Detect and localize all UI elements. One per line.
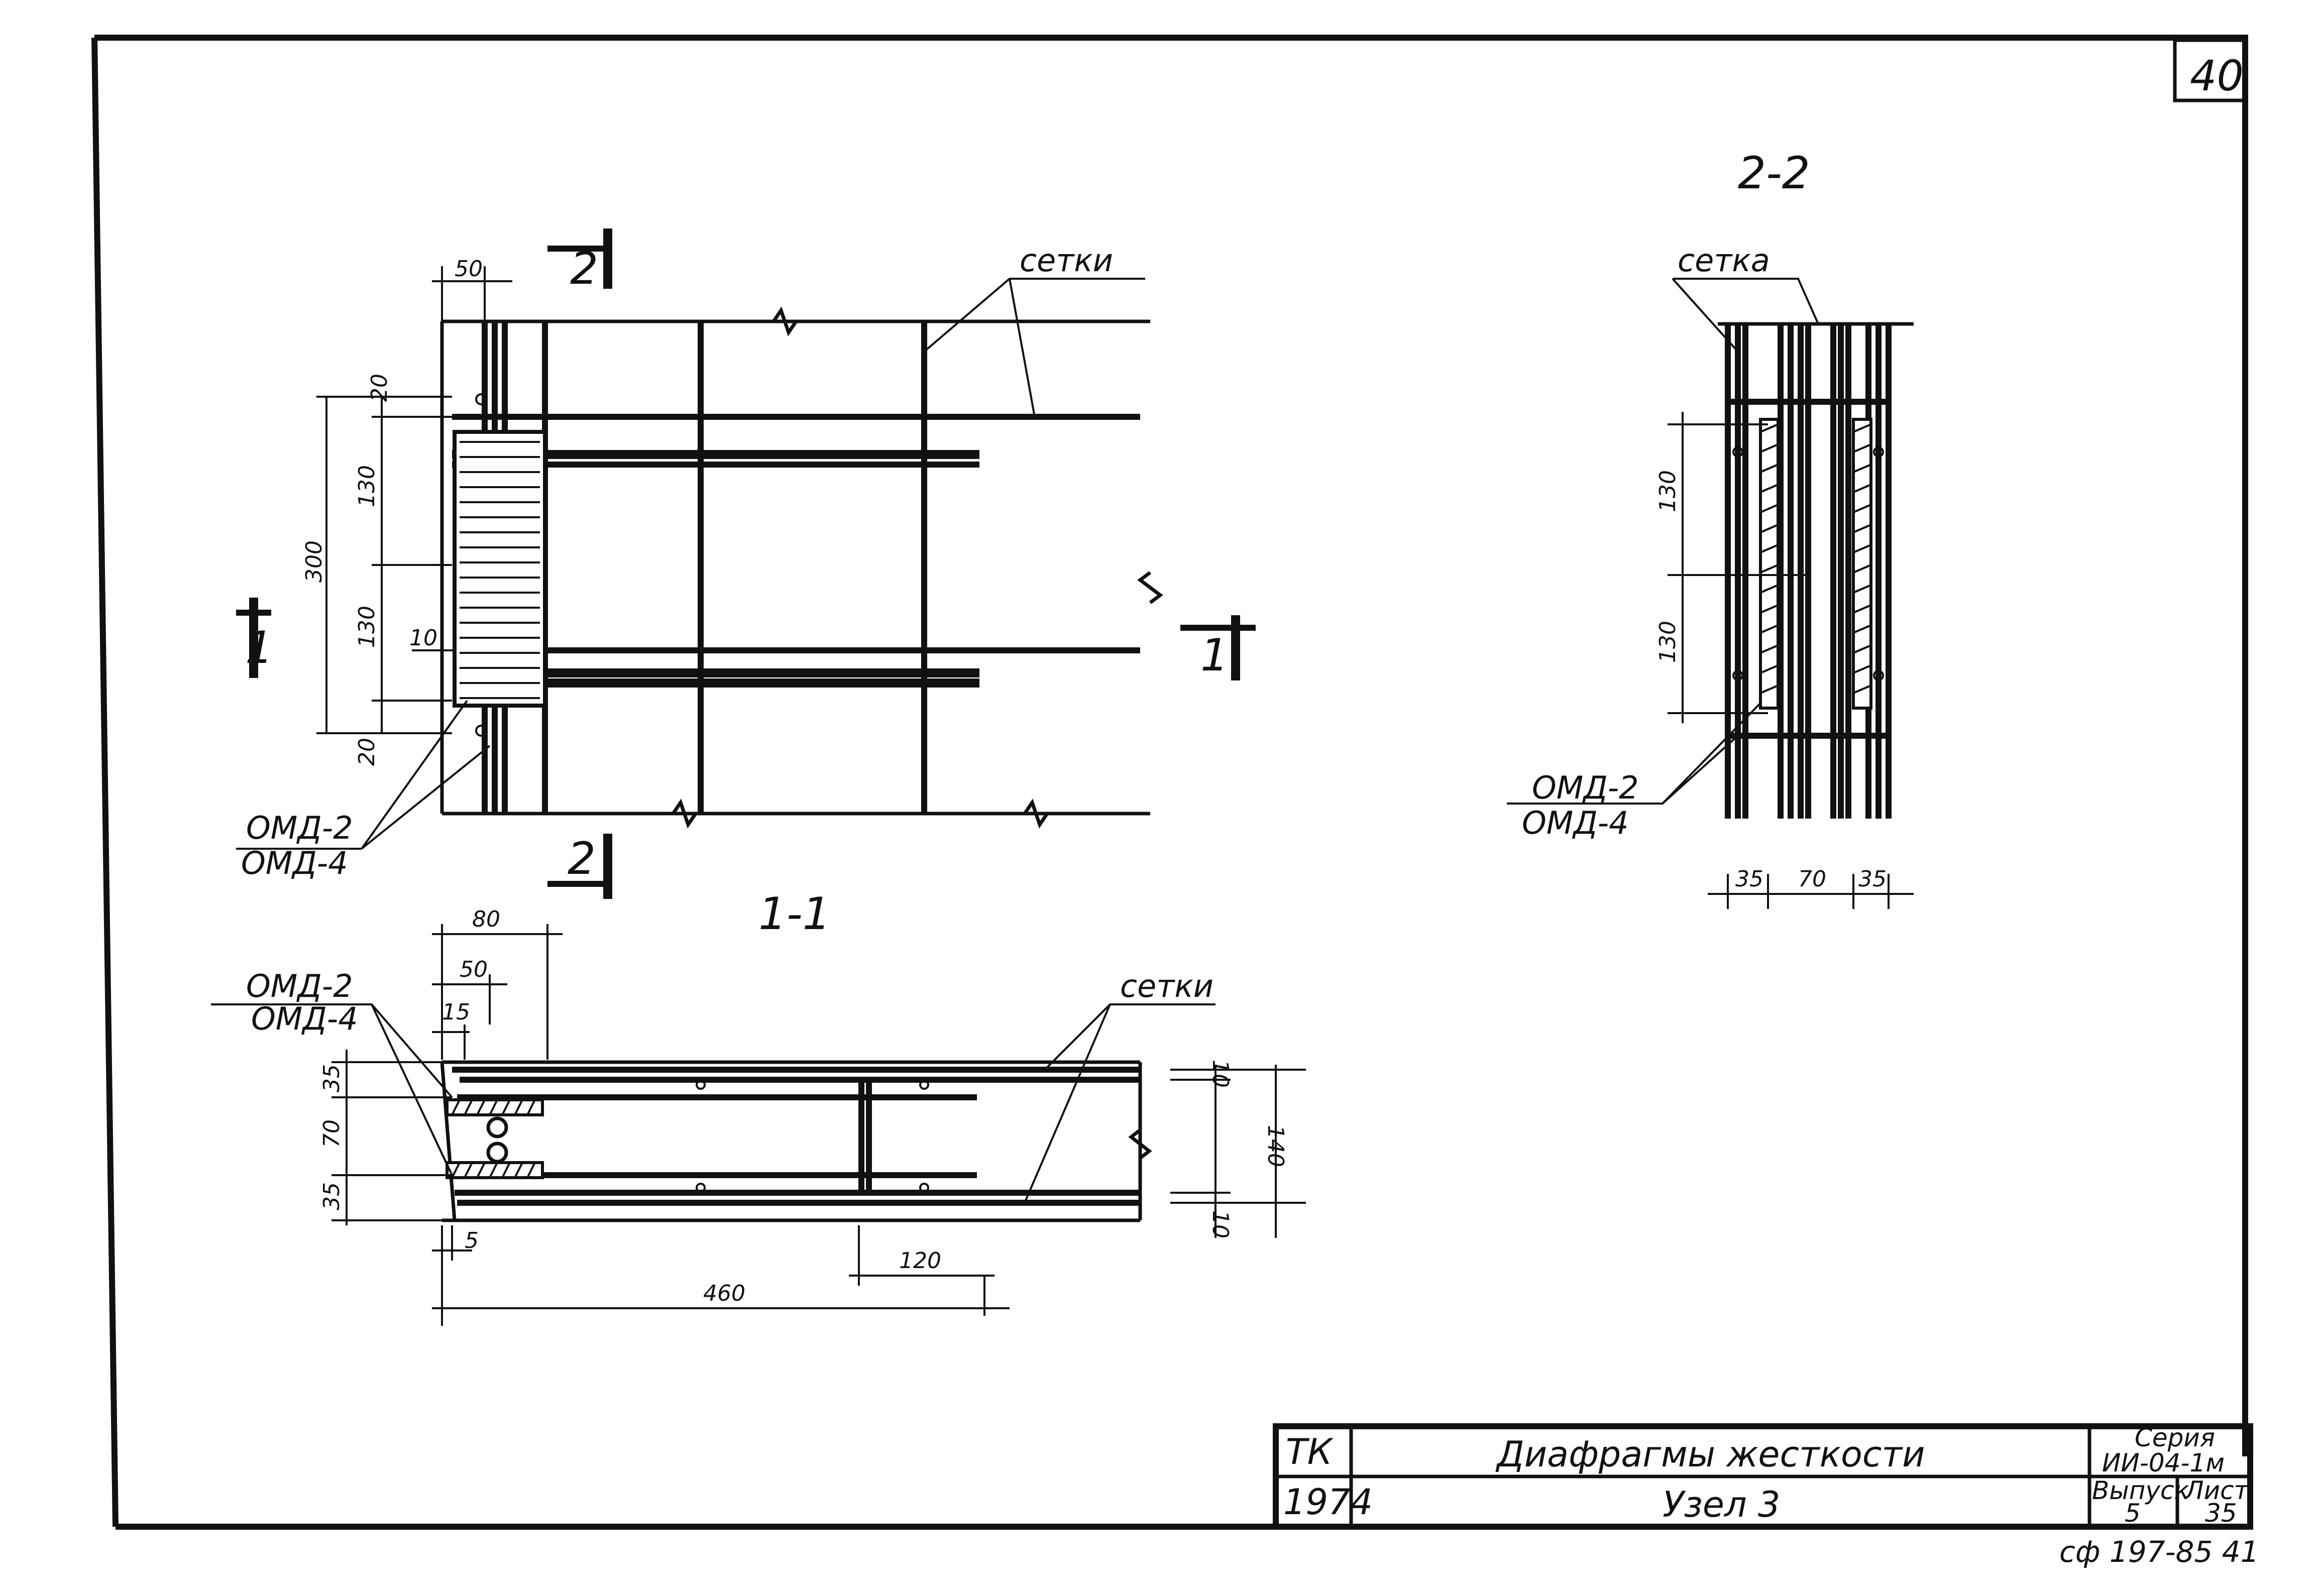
section-1-1 bbox=[211, 924, 1306, 1326]
section-1-1-omd4-label: ОМД-4 bbox=[251, 1000, 358, 1037]
section-1-1-dim-460: 460 bbox=[703, 1281, 745, 1306]
elevation-cut-2-top: 2 bbox=[570, 243, 598, 294]
elevation-dim-20-bottom: 20 bbox=[354, 738, 380, 766]
archive-stamp: сф 197-85 41 bbox=[2059, 1535, 2259, 1569]
elevation-dim-50: 50 bbox=[455, 256, 483, 282]
section-2-2-dim-130-bottom: 130 bbox=[1655, 621, 1681, 663]
section-1-1-dim-10-bottom: 10 bbox=[1207, 1210, 1233, 1238]
elevation-omd2-label: ОМД-2 bbox=[246, 810, 353, 846]
section-1-1-mesh-label: сетки bbox=[1120, 968, 1213, 1004]
elevation-dim-10: 10 bbox=[409, 625, 437, 651]
title-block bbox=[1273, 1423, 2253, 1530]
section-2-2-dim-70: 70 bbox=[1798, 866, 1826, 892]
title-block-year: 1974 bbox=[1283, 1481, 1373, 1523]
sheet-frame bbox=[91, 35, 2248, 1530]
elevation-view bbox=[236, 229, 1256, 899]
page-number: 40 bbox=[2190, 51, 2244, 100]
section-1-1-dim-5: 5 bbox=[465, 1228, 479, 1253]
section-1-1-dim-10-top: 10 bbox=[1207, 1060, 1233, 1088]
elevation-mesh-label: сетки bbox=[1020, 242, 1113, 279]
section-1-1-dim-15: 15 bbox=[442, 999, 470, 1025]
section-2-2-mesh-label: сетка bbox=[1678, 242, 1770, 279]
section-1-1-dim-80: 80 bbox=[472, 906, 500, 932]
section-2-2-omd2-label: ОМД-2 bbox=[1532, 769, 1639, 806]
title-block-series-value: ИИ-04-1м bbox=[2102, 1448, 2225, 1477]
section-1-1-dim-70: 70 bbox=[319, 1119, 345, 1148]
elevation-cut-1-left: 1 bbox=[245, 622, 273, 673]
section-1-1-dim-120: 120 bbox=[899, 1248, 941, 1274]
elevation-omd4-label: ОМД-4 bbox=[241, 845, 348, 881]
elevation-cut-2-bottom: 2 bbox=[568, 833, 596, 884]
elevation-dim-130-bottom: 130 bbox=[354, 606, 380, 648]
elevation-dim-20-top: 20 bbox=[367, 374, 392, 402]
title-block-org: ТК bbox=[1286, 1431, 1334, 1472]
section-1-1-dim-50: 50 bbox=[460, 957, 488, 982]
title-block-title: Диафрагмы жесткости bbox=[1495, 1434, 1925, 1475]
section-2-2 bbox=[1507, 278, 1914, 909]
title-block-sheet-value: 35 bbox=[2205, 1499, 2237, 1528]
title-block-series-label: Серия bbox=[2135, 1423, 2215, 1452]
title-block-subtitle: Узел 3 bbox=[1663, 1484, 1780, 1525]
title-block-issue-label: Выпуск bbox=[2092, 1476, 2189, 1505]
section-2-2-dim-35-left: 35 bbox=[1735, 866, 1763, 892]
title-block-issue-value: 5 bbox=[2125, 1499, 2141, 1528]
elevation-dim-300: 300 bbox=[301, 540, 327, 583]
elevation-cut-1-right: 1 bbox=[1200, 629, 1229, 681]
section-1-1-dim-35-top: 35 bbox=[319, 1064, 345, 1092]
section-1-1-title: 1-1 bbox=[758, 888, 831, 940]
section-2-2-dim-130-top: 130 bbox=[1655, 470, 1681, 512]
title-block-sheet-label: Лист bbox=[2184, 1476, 2250, 1505]
section-1-1-dim-35-bottom: 35 bbox=[319, 1182, 345, 1210]
section-1-1-omd2-label: ОМД-2 bbox=[246, 968, 353, 1004]
elevation-dim-130-top: 130 bbox=[354, 465, 380, 507]
section-2-2-title: 2-2 bbox=[1738, 147, 1810, 199]
section-1-1-dim-140: 140 bbox=[1263, 1125, 1288, 1167]
section-2-2-dim-35-right: 35 bbox=[1858, 866, 1887, 892]
section-2-2-omd4-label: ОМД-4 bbox=[1522, 805, 1629, 841]
